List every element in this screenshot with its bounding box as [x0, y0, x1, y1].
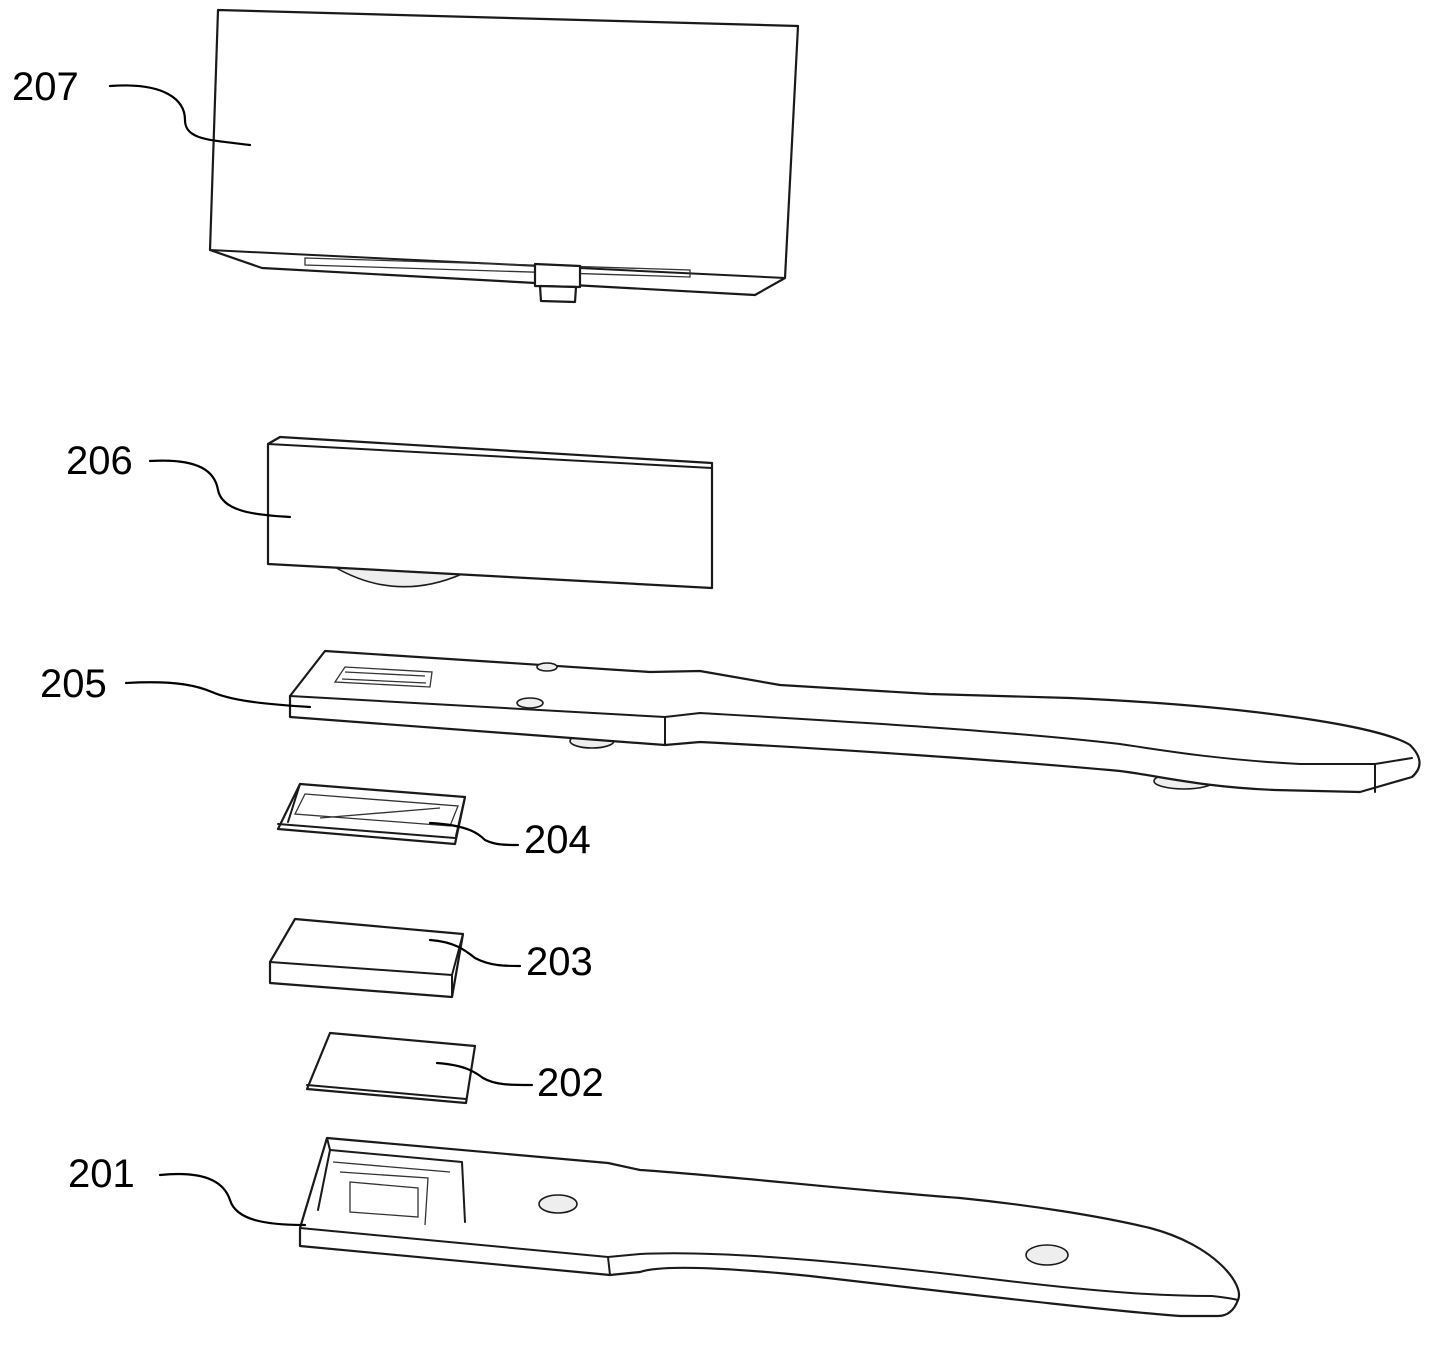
leader-201 — [158, 1172, 307, 1227]
part-205-strip — [288, 649, 1421, 794]
leader-205 — [124, 681, 312, 709]
leader-lines — [108, 84, 534, 1227]
part-202-pad — [305, 1031, 477, 1105]
leader-204 — [428, 821, 520, 847]
part-203-pad — [268, 917, 465, 999]
label-205: 205 — [40, 662, 107, 706]
label-201: 201 — [68, 1152, 135, 1196]
leader-202 — [435, 1061, 534, 1087]
label-206: 206 — [66, 439, 133, 483]
part-204-pad — [276, 782, 467, 846]
label-202: 202 — [537, 1061, 604, 1105]
part-201-base — [298, 1136, 1241, 1318]
leader-206 — [148, 459, 292, 519]
part-206-block — [266, 435, 714, 590]
label-204: 204 — [524, 818, 591, 862]
leader-207 — [108, 84, 252, 147]
label-203: 203 — [526, 940, 593, 984]
label-207: 207 — [12, 65, 79, 109]
part-207-housing — [208, 8, 800, 304]
reference-numerals: 207 206 205 204 203 202 201 — [12, 65, 604, 1196]
leader-203 — [428, 938, 522, 968]
